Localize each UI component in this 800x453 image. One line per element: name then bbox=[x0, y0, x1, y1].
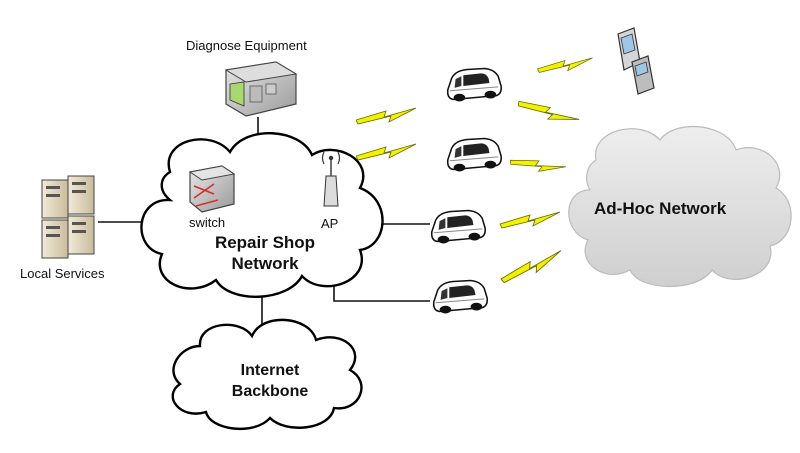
repair-shop-title: Repair Shop Network bbox=[205, 232, 325, 274]
server-icon bbox=[41, 175, 95, 259]
switch-icon bbox=[188, 165, 236, 213]
local-services-label: Local Services bbox=[20, 266, 105, 281]
car-icon bbox=[432, 279, 489, 315]
switch-label: switch bbox=[189, 215, 226, 230]
car-icon bbox=[430, 209, 487, 245]
internet-line2: Backbone bbox=[231, 383, 309, 400]
car-icon bbox=[446, 67, 503, 103]
internet-cloud bbox=[171, 318, 363, 431]
pda-phone-icon bbox=[617, 27, 655, 95]
repair-shop-line2: Network bbox=[231, 254, 299, 273]
antenna-icon bbox=[321, 151, 341, 207]
diagnose-device-icon bbox=[224, 61, 298, 117]
internet-line1: Internet bbox=[240, 362, 300, 379]
car-icon bbox=[446, 137, 503, 173]
internet-title: Internet Backbone bbox=[210, 360, 330, 402]
diagnose-equipment-label: Diagnose Equipment bbox=[186, 38, 307, 53]
repair-shop-line1: Repair Shop bbox=[214, 233, 316, 252]
adhoc-network-label: Ad-Hoc Network bbox=[594, 199, 727, 218]
ap-label: AP bbox=[321, 216, 339, 231]
adhoc-cloud bbox=[568, 126, 792, 287]
